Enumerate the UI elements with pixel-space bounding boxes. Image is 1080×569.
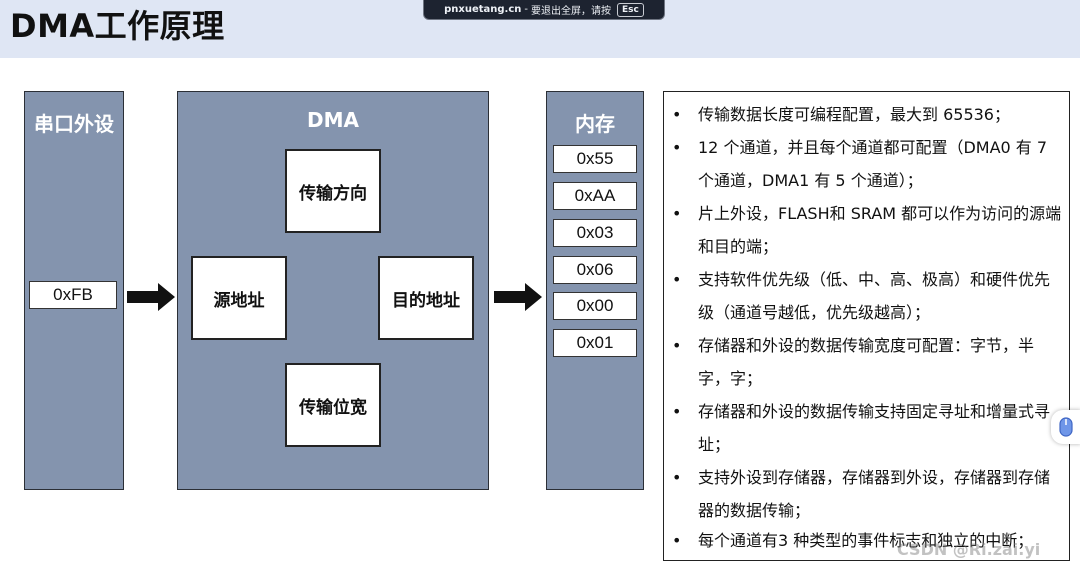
peripheral-register: 0xFB [29,281,117,309]
fullscreen-exit-banner: pnxuetang.cn - 要退出全屏，请按 Esc [423,0,665,20]
transfer-width-box: 传输位宽 [285,363,381,447]
arrow-right-icon [127,283,175,311]
banner-message: 要退出全屏，请按 [531,6,612,17]
peripheral-title: 串口外设 [34,112,114,136]
memory-cell: 0x55 [553,145,637,173]
bullet: • [672,531,682,550]
note-text: 12 个通道，并且每个通道都可配置（DMA0 有 7 个通道，DMA1 有 5 … [698,138,1048,190]
banner-host: pnxuetang.cn [444,4,522,15]
list-item: • 存储器和外设的数据传输宽度可配置：字节，半字，字； [672,329,1064,395]
transfer-direction-box: 传输方向 [285,149,381,233]
note-text: 支持软件优先级（低、中、高、极高）和硬件优先级（通道号越低，优先级越高）； [698,270,1051,322]
memory-cell: 0x06 [553,256,637,284]
memory-cell: 0x03 [553,219,637,247]
bullet: • [672,105,682,124]
list-item: • 片上外设，FLASH和 SRAM 都可以作为访问的源端和目的端； [672,197,1064,263]
bullet: • [672,468,682,487]
banner-separator: - [524,4,529,15]
list-item: • 支持软件优先级（低、中、高、极高）和硬件优先级（通道号越低，优先级越高）； [672,263,1064,329]
bullet: • [672,204,682,223]
memory-title: 内存 [575,112,615,136]
note-text: 存储器和外设的数据传输宽度可配置：字节，半字，字； [698,336,1035,388]
note-text: 支持外设到存储器，存储器到外设，存储器到存储器的数据传输； [698,468,1051,520]
memory-cell: 0xAA [553,182,637,210]
arrow-right-icon [494,283,542,311]
bullet: • [672,336,682,355]
bullet: • [672,138,682,157]
list-item: • 支持外设到存储器，存储器到外设，存储器到存储器的数据传输； [672,461,1064,527]
memory-cell: 0x01 [553,329,637,357]
list-item: • 12 个通道，并且每个通道都可配置（DMA0 有 7 个通道，DMA1 有 … [672,131,1064,197]
dma-title: DMA [307,108,359,132]
esc-key-hint: Esc [617,2,644,17]
source-address-box: 源地址 [191,256,287,340]
note-text: 片上外设，FLASH和 SRAM 都可以作为访问的源端和目的端； [698,204,1062,256]
bullet: • [672,270,682,289]
mouse-icon [1059,417,1073,437]
destination-address-box: 目的地址 [378,256,474,340]
dma-panel: DMA 传输方向 源地址 目的地址 传输位宽 [177,91,489,490]
bullet: • [672,402,682,421]
feature-notes: • 传输数据长度可编程配置，最大到 65536； • 12 个通道，并且每个通道… [663,91,1070,561]
note-text: 传输数据长度可编程配置，最大到 65536； [698,105,1010,124]
list-item: • 每个通道有3 种类型的事件标志和独立的中断； [672,524,1064,557]
watermark: CSDN @Ri.zai.yi [897,540,1041,559]
memory-panel: 内存 0x55 0xAA 0x03 0x06 0x00 0x01 [546,91,644,490]
peripheral-panel: 串口外设 0xFB [24,91,124,490]
page-title: DMA工作原理 [10,7,225,45]
floating-scroll-button[interactable] [1051,410,1080,444]
memory-cell: 0x00 [553,292,637,320]
list-item: • 存储器和外设的数据传输支持固定寻址和增量式寻址； [672,395,1064,461]
list-item: • 传输数据长度可编程配置，最大到 65536； [672,98,1064,131]
note-text: 每个通道有3 种类型的事件标志和独立的中断； [698,531,1034,550]
note-text: 存储器和外设的数据传输支持固定寻址和增量式寻址； [698,402,1051,454]
